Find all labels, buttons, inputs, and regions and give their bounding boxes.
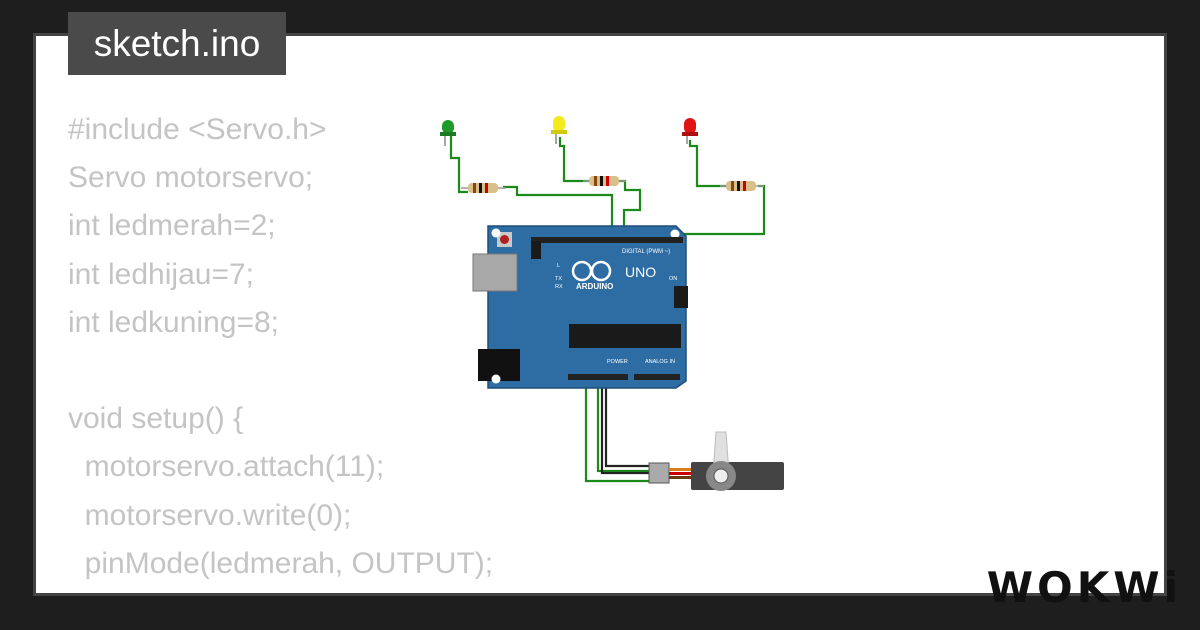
led-red-body xyxy=(684,118,696,134)
resistor-3[interactable] xyxy=(720,181,764,191)
led-red-base xyxy=(682,132,698,136)
microcontroller-chip xyxy=(569,324,681,348)
led-green-body xyxy=(442,120,454,134)
aref-header xyxy=(531,241,541,259)
wokwi-logo: WOKWi xyxy=(986,563,1182,612)
resistor-1-body xyxy=(468,183,498,193)
led-yellow[interactable] xyxy=(551,116,567,144)
power-label: POWER xyxy=(607,359,628,365)
wire-red-led xyxy=(688,140,726,188)
led-yellow-body xyxy=(553,116,565,132)
servo-wire-red xyxy=(669,472,691,475)
code-line: motorservo.write(0); xyxy=(68,498,352,532)
code-line: #include <Servo.h> xyxy=(68,113,327,146)
code-line: int ledhijau=7; xyxy=(68,257,254,291)
servo-connector xyxy=(648,462,670,484)
servo-shaft xyxy=(713,468,729,484)
analog-pin-header xyxy=(634,374,680,380)
servo-body xyxy=(691,462,784,490)
mount-hole-4 xyxy=(491,374,501,384)
wire-green-led xyxy=(449,136,468,194)
wire-servo-gnd xyxy=(584,374,649,483)
wire-yellow-led xyxy=(558,137,591,183)
servo-wire-orange xyxy=(669,468,691,471)
rx-label: RX xyxy=(555,284,563,290)
digital-header xyxy=(531,237,683,243)
led-red[interactable] xyxy=(682,118,698,144)
wire-servo-signal xyxy=(596,374,649,473)
code-editor[interactable]: #include <Servo.h> Servo motorservo; int l… xyxy=(68,106,494,593)
wires-dark xyxy=(600,374,649,475)
on-label: ON xyxy=(669,276,677,282)
file-tab[interactable]: sketch.ino xyxy=(68,12,286,75)
servo-wire-brown xyxy=(669,476,691,479)
code-line: pinMode(ledmerah, OUTPUT); xyxy=(68,546,494,580)
wire-red-resistor xyxy=(681,184,766,236)
card-panel: #include <Servo.h> Servo motorservo; int l… xyxy=(33,33,1167,596)
usb-port xyxy=(472,253,518,292)
mount-hole-1 xyxy=(491,228,501,238)
led-green[interactable] xyxy=(440,120,456,146)
circuit-diagram: UNO ARDUINO DIGITAL (PWM ~) POWER ANALOG… xyxy=(440,116,784,491)
code-line: int ledmerah=2; xyxy=(68,209,276,243)
led-yellow-base xyxy=(551,130,567,134)
resistor-3-body xyxy=(726,181,756,191)
analog-label: ANALOG IN xyxy=(645,359,675,365)
mount-hole-2 xyxy=(670,229,680,239)
code-line: void setup() { xyxy=(68,402,244,436)
resistor-1[interactable] xyxy=(461,183,506,193)
board-model: UNO xyxy=(625,264,656,280)
resistor-2-body xyxy=(589,176,619,186)
wire-servo-gnd2 xyxy=(604,374,649,468)
reset-button[interactable] xyxy=(500,235,509,244)
wire-servo-5v xyxy=(600,374,649,475)
code-line: int ledkuning=8; xyxy=(68,305,279,339)
board-brand: ARDUINO xyxy=(576,282,613,291)
tx-label: TX xyxy=(555,276,562,282)
l-label: L xyxy=(557,263,560,269)
wire-green-resistor xyxy=(503,185,614,241)
icsp-header xyxy=(674,286,688,308)
servo-motor[interactable] xyxy=(648,431,784,491)
infinity-logo-right xyxy=(590,260,612,282)
resistor-2[interactable] xyxy=(583,176,626,186)
digital-label: DIGITAL (PWM ~) xyxy=(622,249,670,255)
power-pin-header xyxy=(568,374,628,380)
led-green-base xyxy=(440,132,456,136)
code-line: motorservo.attach(11); xyxy=(68,450,385,484)
arduino-board[interactable]: UNO ARDUINO DIGITAL (PWM ~) POWER ANALOG… xyxy=(472,225,688,389)
code-line: Servo motorservo; xyxy=(68,161,314,195)
